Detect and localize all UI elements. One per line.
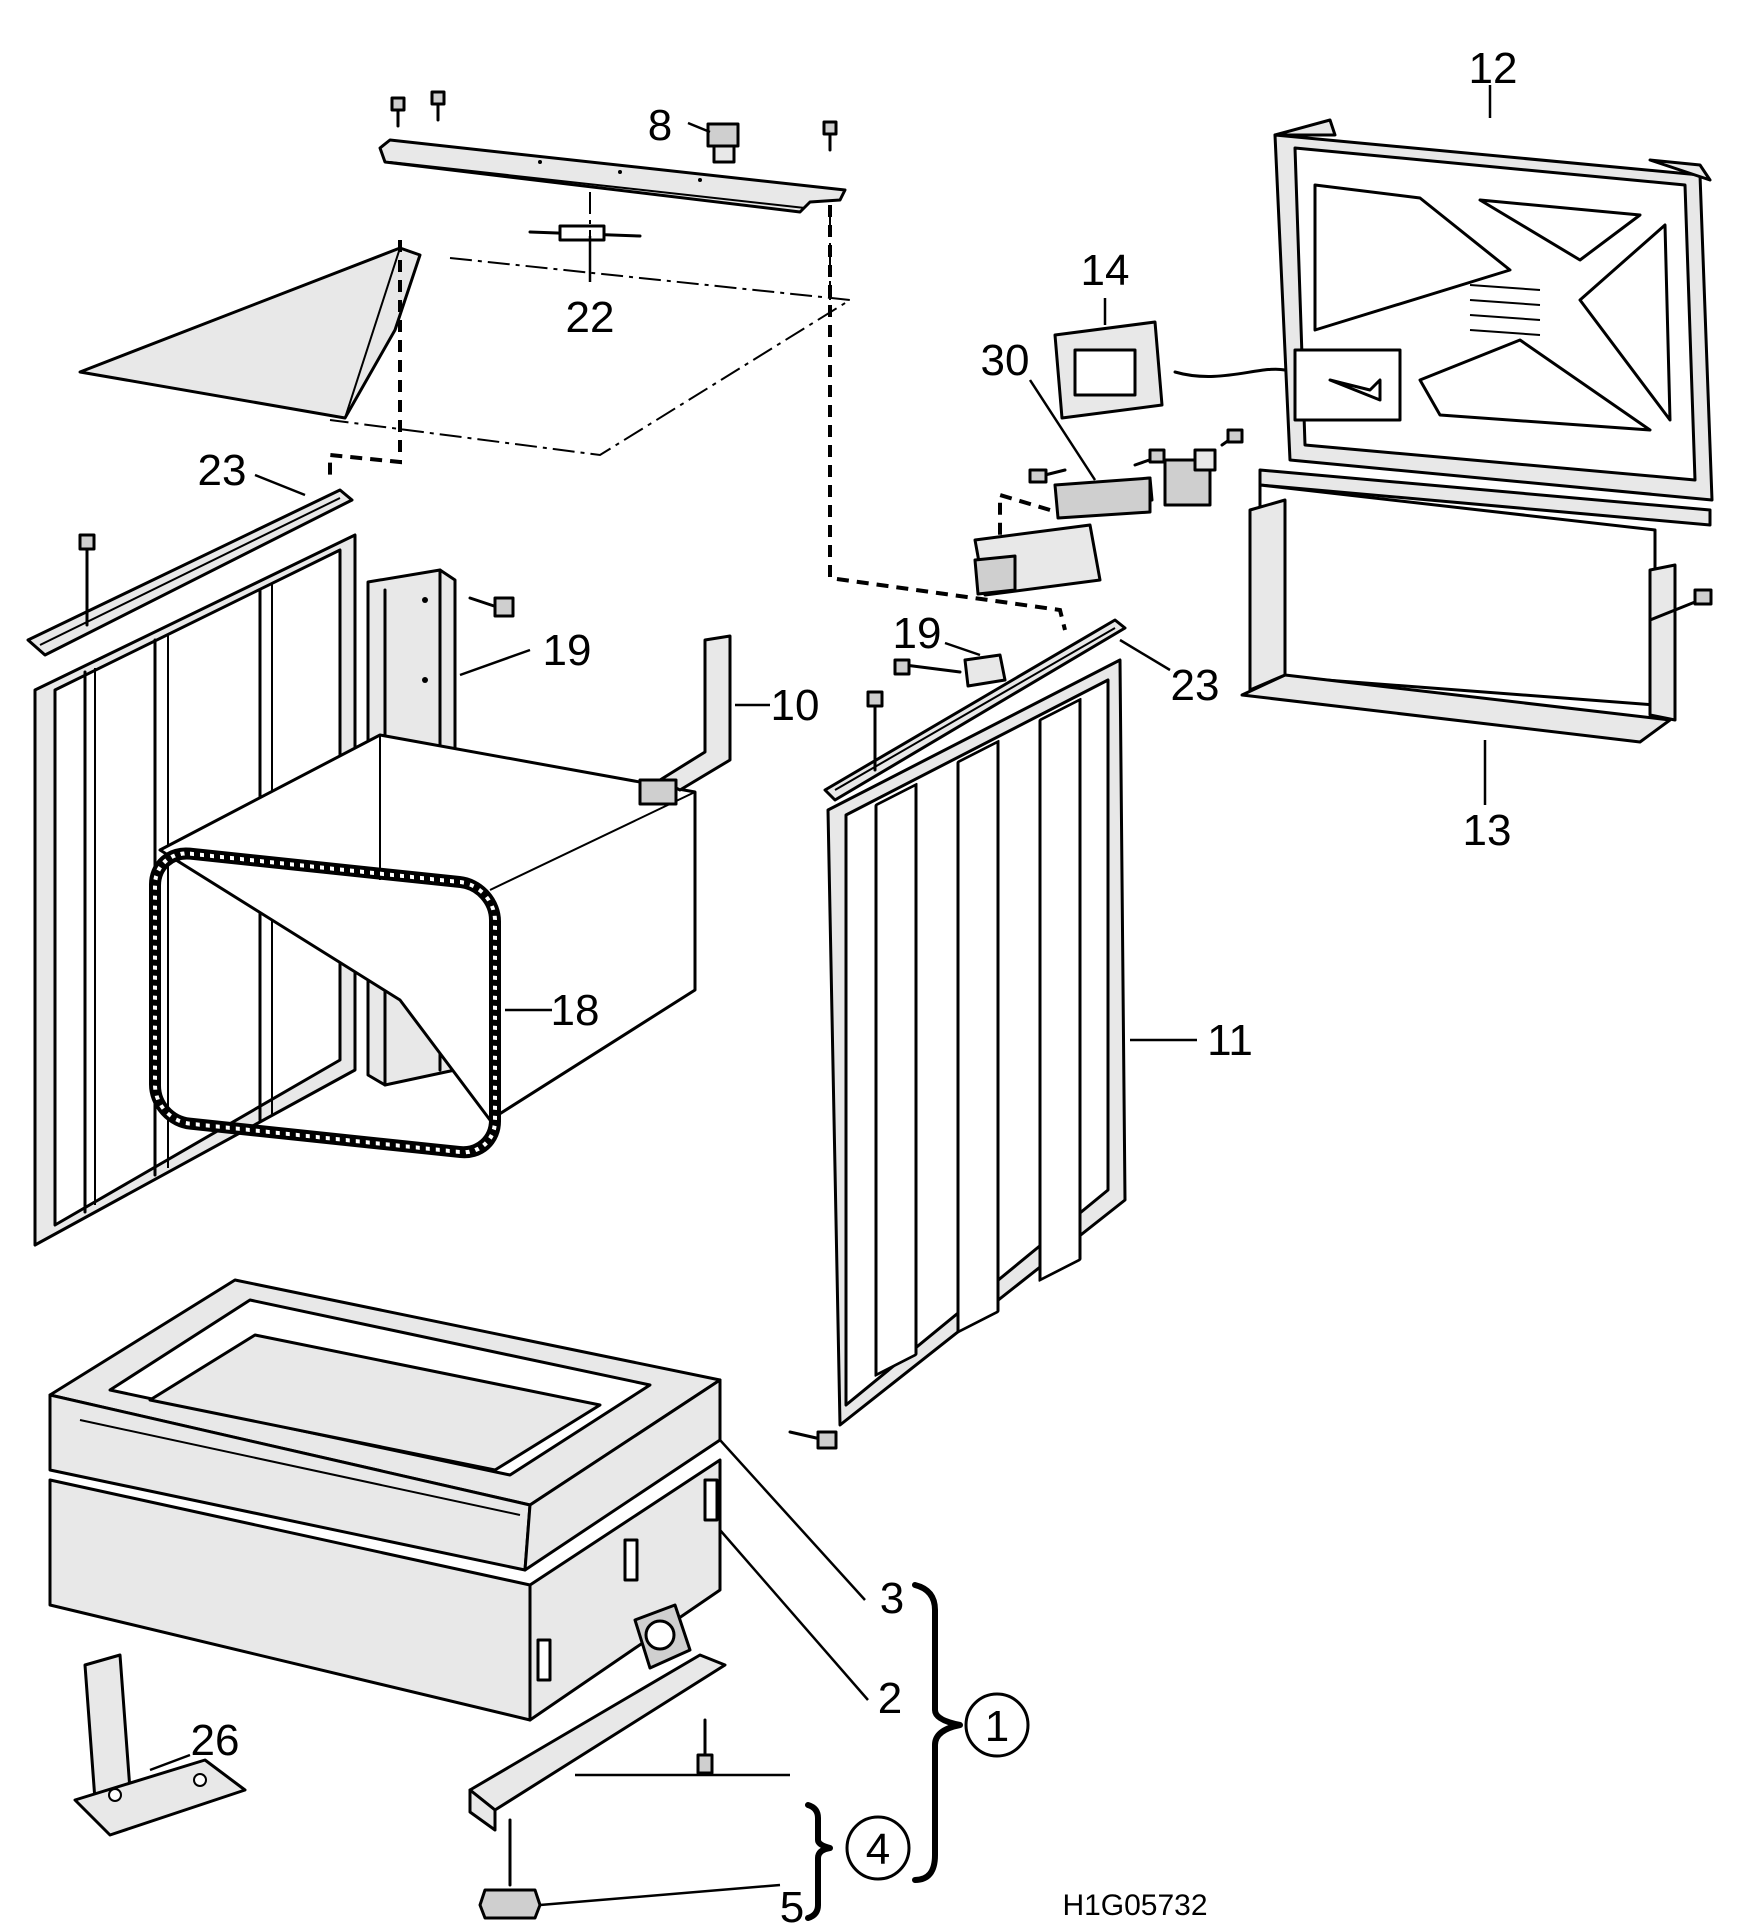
callout-label-23-left: 23 <box>198 446 247 495</box>
callout-circle-1 <box>964 1692 1030 1758</box>
callout-label-12: 12 <box>1469 44 1518 93</box>
base-lower-frame-2 <box>48 1458 722 1722</box>
drum-housing <box>158 733 697 1122</box>
callout-label-30: 30 <box>981 336 1030 385</box>
bracket-19-right <box>893 653 1007 688</box>
top-cross-rail <box>378 138 847 214</box>
part-8-clip <box>706 122 740 164</box>
part-14-pcb <box>1053 320 1287 420</box>
part-30-mount <box>1028 468 1152 520</box>
top-rail-screw-left <box>390 90 446 128</box>
brace-assembly-4 <box>805 1802 833 1921</box>
angle-bracket-26 <box>73 1653 247 1837</box>
column-screw <box>468 596 515 618</box>
drawing-code: H1G05732 <box>1062 1889 1207 1922</box>
door-gasket-18 <box>149 847 501 1159</box>
base-frame-screw <box>788 1430 838 1450</box>
callout-circle-4 <box>845 1815 911 1881</box>
dashed-link-left <box>328 240 402 480</box>
dashed-link-right <box>828 205 1067 631</box>
callout-label-10: 10 <box>771 681 820 730</box>
callout-label-26: 26 <box>191 1716 240 1765</box>
leveling-foot-5 <box>478 1818 542 1920</box>
callout-label-13: 13 <box>1463 806 1512 855</box>
control-mount-screws <box>1133 428 1244 467</box>
callout-label-5: 5 <box>780 1883 804 1929</box>
right-top-trim-23 <box>823 618 1127 802</box>
base-top-frame-3 <box>48 1278 722 1572</box>
callout-label-22: 22 <box>566 293 615 342</box>
leader-lines <box>149 85 1492 1907</box>
callout-label-1: 1 <box>985 1702 1009 1751</box>
part-22-sensor <box>528 224 642 242</box>
rear-panel-12 <box>1273 118 1714 502</box>
right-side-panel-11 <box>826 658 1127 1427</box>
callout-label-8: 8 <box>648 101 672 150</box>
callout-label-3: 3 <box>880 1574 904 1623</box>
rear-lower-panel-13 <box>1240 468 1713 744</box>
top-rail-screw-right <box>822 120 838 152</box>
dashed-link-bracket <box>998 492 1051 540</box>
hose-10 <box>638 634 732 806</box>
callout-label-2: 2 <box>878 1674 902 1723</box>
electrical-plug <box>1163 448 1217 507</box>
foot-rail-4 <box>468 1603 727 1832</box>
callout-label-11: 11 <box>1207 1016 1253 1065</box>
foot-screw <box>696 1718 714 1775</box>
brace-assembly-1 <box>912 1582 963 1883</box>
left-side-panel <box>33 533 357 1247</box>
callout-label-4: 4 <box>866 1825 890 1874</box>
callout-label-19-left: 19 <box>543 626 592 675</box>
callout-label-19-right: 19 <box>893 609 942 658</box>
left-top-trim-23 <box>26 488 354 657</box>
insulation-sheet <box>78 246 422 420</box>
callout-label-23-right: 23 <box>1171 661 1220 710</box>
callout-label-18: 18 <box>551 986 600 1035</box>
callout-label-14: 14 <box>1081 246 1130 295</box>
